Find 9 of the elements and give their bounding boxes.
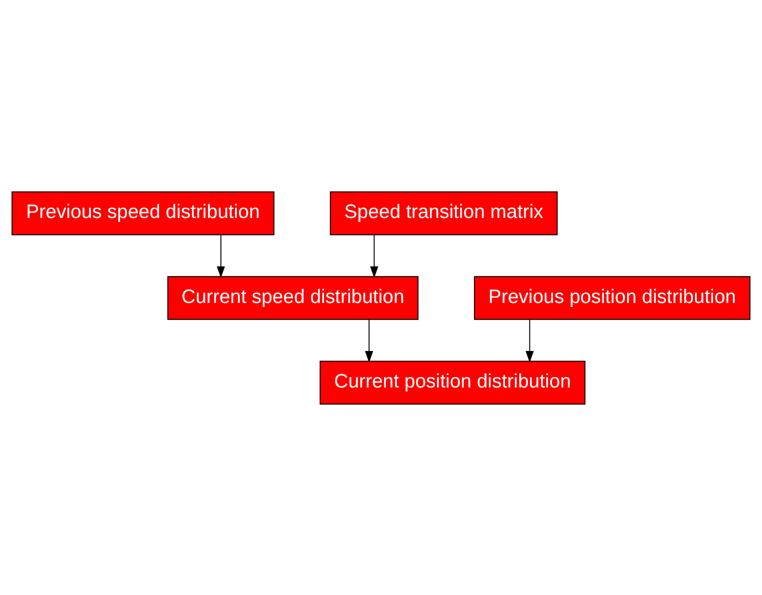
arrow <box>370 234 378 278</box>
arrow <box>526 318 534 362</box>
arrow <box>216 234 225 278</box>
node-box: Current position distribution <box>320 360 586 404</box>
arrow <box>364 318 374 362</box>
node-box: Previous position distribution <box>474 276 750 320</box>
node-box: Speed transition matrix <box>330 190 558 235</box>
node-box: Previous speed distribution <box>12 190 274 235</box>
node-box: Current speed distribution <box>167 276 418 320</box>
